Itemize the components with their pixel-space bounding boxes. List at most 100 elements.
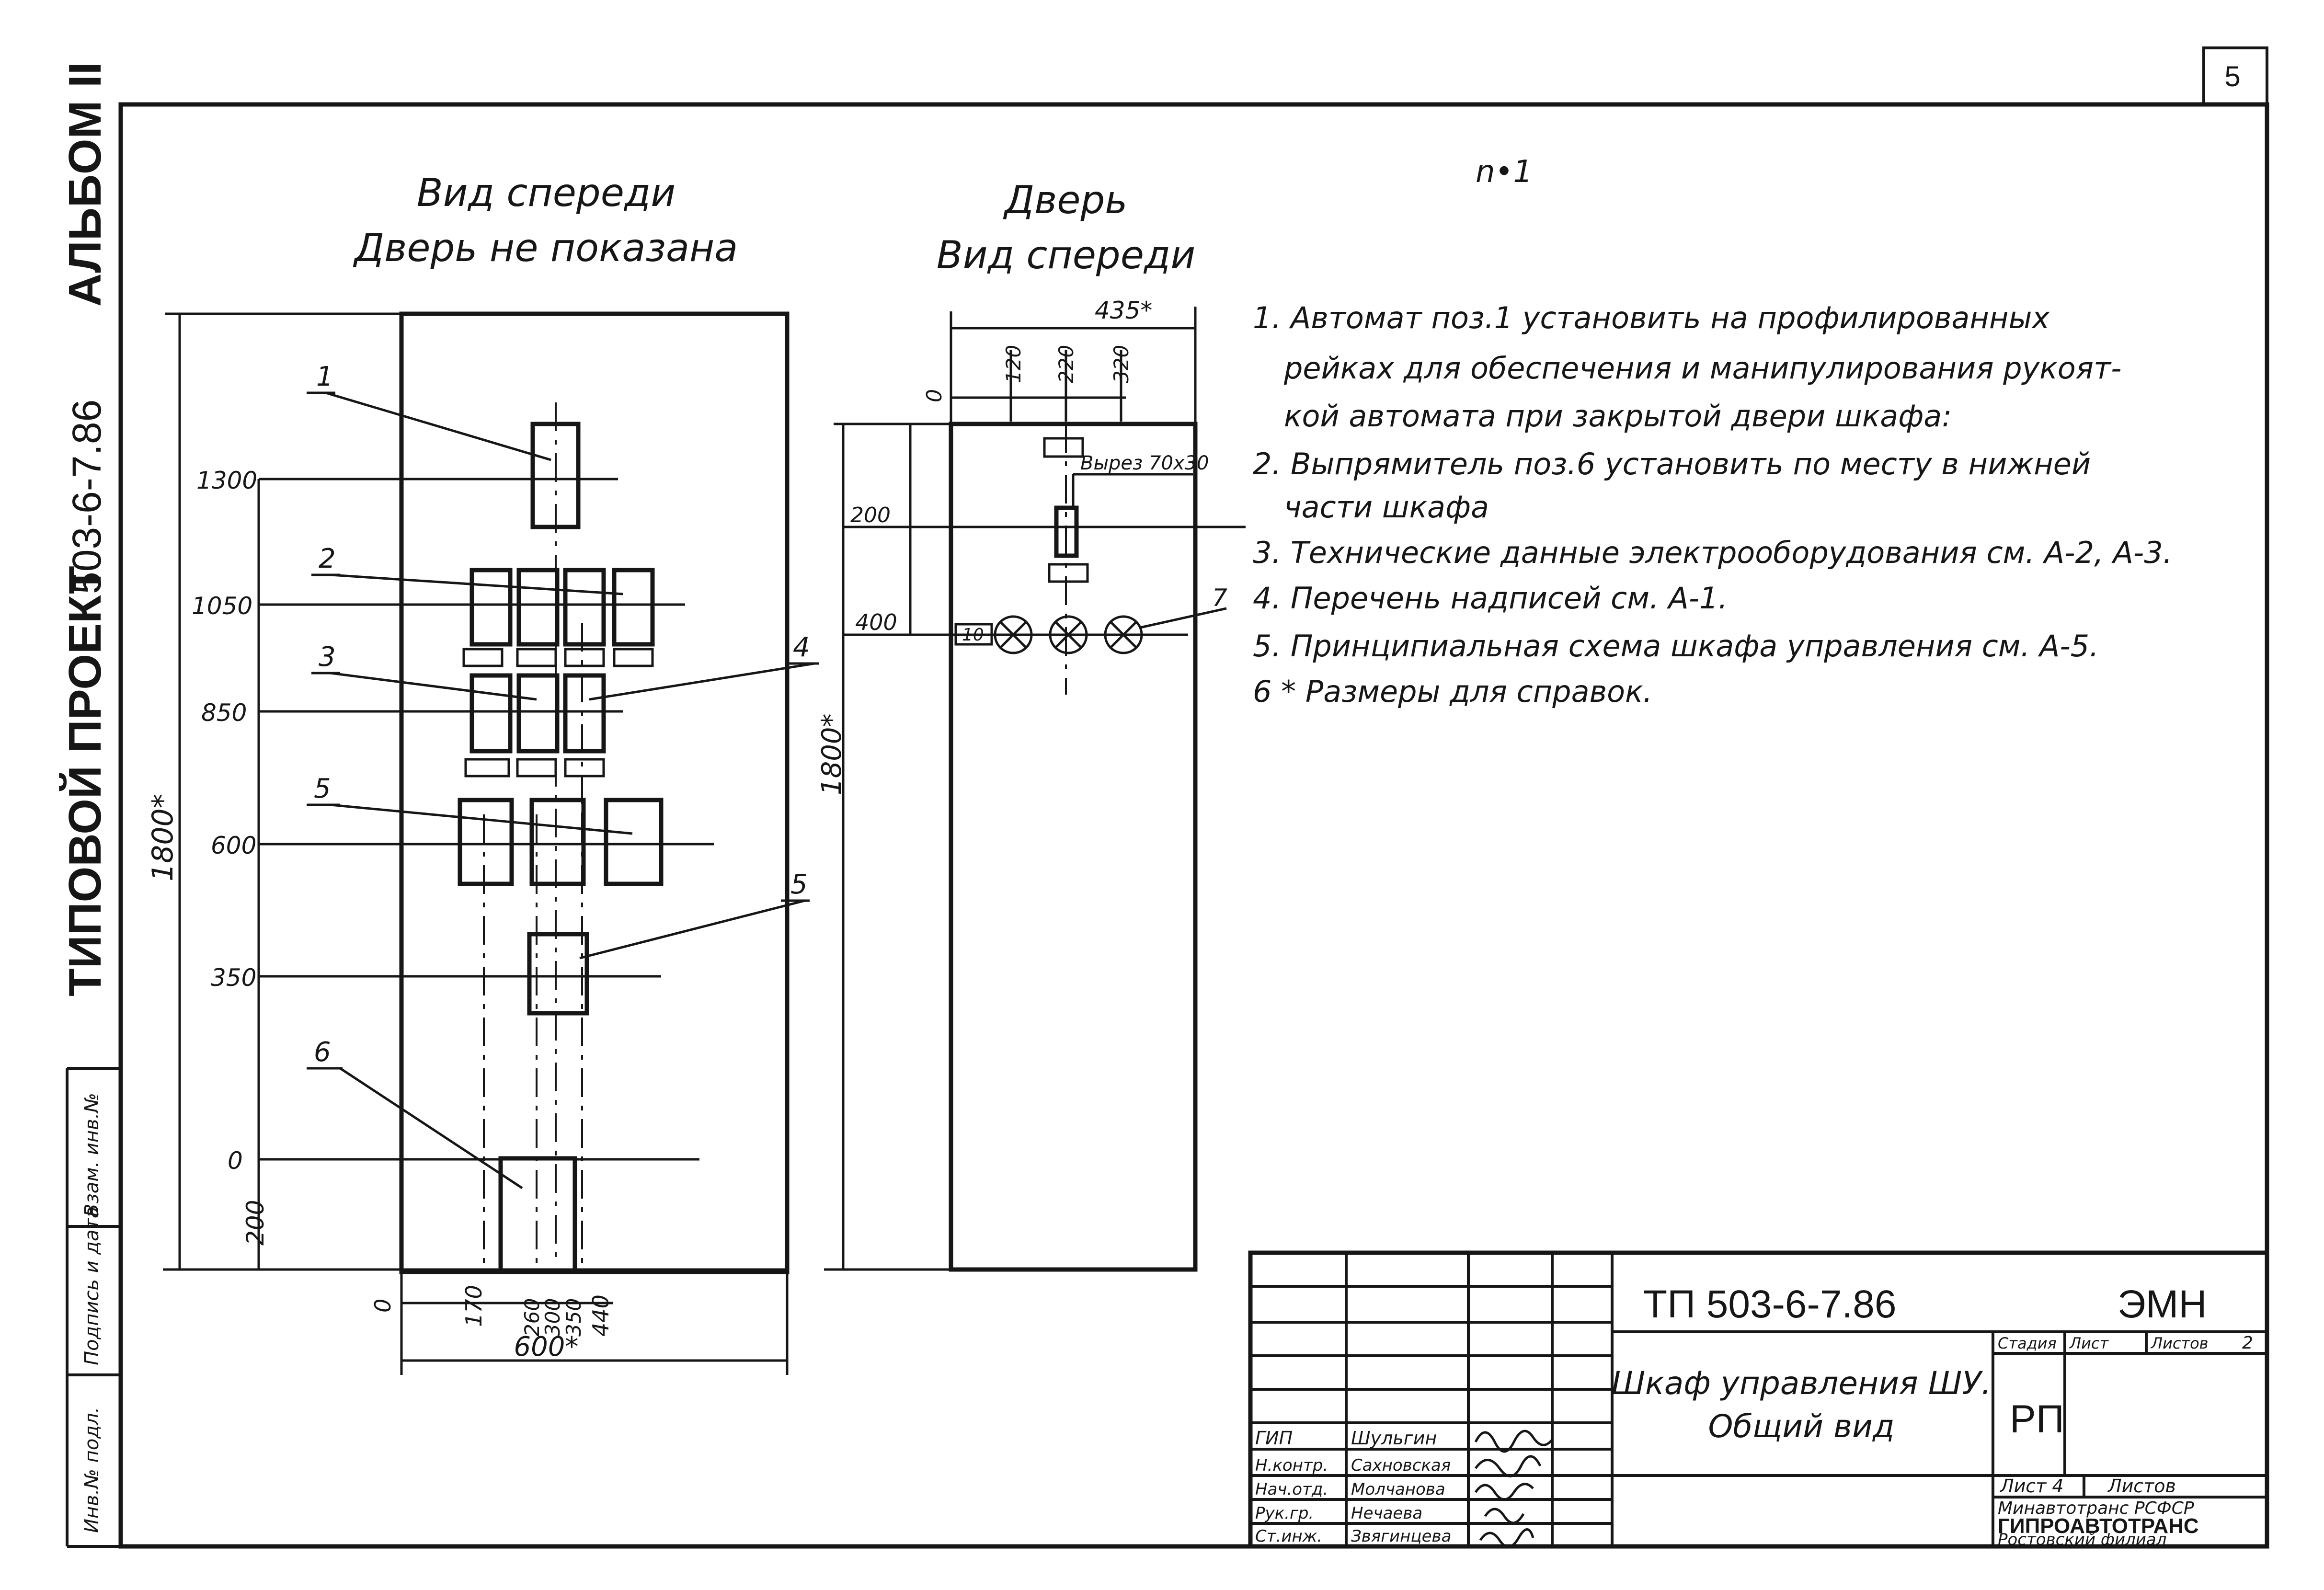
side-column-label: Взам. инв.№	[81, 1093, 103, 1217]
door-label-plate	[1043, 437, 1084, 458]
level-label: 200	[241, 1200, 269, 1246]
width-dim-label: 600*	[514, 1331, 579, 1362]
person-name: Сахновская	[1351, 1456, 1451, 1475]
relay-block	[612, 568, 655, 647]
door-level-label: 200	[850, 503, 891, 527]
level-label: 600	[211, 832, 256, 859]
person-name: Нечаева	[1351, 1504, 1422, 1523]
level-label: 850	[201, 699, 247, 727]
bottom-dim-label: 300	[541, 1298, 564, 1337]
note-line: 6 * Размеры для справок.	[1253, 674, 1652, 709]
note-line: 1. Автомат поз.1 установить на профилиро…	[1253, 300, 2050, 335]
side-column-label: Подпись и дата	[81, 1207, 103, 1365]
callout-number: 1	[316, 361, 333, 392]
person-name: Звягинцева	[1351, 1527, 1451, 1546]
door-view: Дверь Вид спереди 435* 0 120 220 320 Выр…	[816, 178, 1246, 1272]
rail-strip	[462, 648, 504, 667]
title-block: ТП 503-6-7.86 ЭМН Шкаф управления ШУ. Об…	[1248, 1250, 2269, 1549]
callout-leader	[339, 1067, 523, 1190]
person-role: Ст.инж.	[1255, 1527, 1322, 1546]
bottom-dim-label: 440	[588, 1294, 614, 1337]
contactor	[529, 798, 586, 886]
sheet-number: 5	[2224, 60, 2240, 92]
top-mark: n•1	[1476, 154, 1533, 190]
callout-leader	[579, 899, 805, 960]
contactor	[527, 932, 589, 1016]
callout-leader	[330, 803, 633, 835]
note-line: части шкафа	[1284, 490, 1489, 525]
sheet-name: Общий вид	[1708, 1408, 1894, 1445]
door-outline	[949, 422, 1198, 1272]
stage-header: Стадия	[1998, 1334, 2057, 1352]
signature	[1474, 1483, 1534, 1501]
rail-strip	[564, 648, 605, 667]
height-dim-label: 1800*	[146, 794, 180, 881]
relay-block	[469, 568, 513, 647]
lamp-circle	[994, 615, 1033, 654]
title-block-suffix: ЭМН	[2118, 1282, 2207, 1326]
side-stamp: АЛЬБОМ II 503-6-7.86 ТИПОВОЙ ПРОЕКТ	[58, 62, 111, 996]
door-top-dim: 0	[922, 389, 947, 402]
callout-number: 5	[314, 773, 331, 804]
door-view-title: Дверь	[1003, 178, 1128, 222]
level-label: 1300	[196, 467, 257, 494]
level-label: 350	[211, 964, 256, 992]
signal-lamp	[1049, 615, 1088, 654]
rail-strip	[516, 648, 557, 667]
project-label: ТИПОВОЙ ПРОЕКТ	[58, 566, 111, 996]
org-line: ГИПРОАВТОТРАНС	[1998, 1514, 2199, 1538]
sheet-name: Шкаф управления ШУ.	[1611, 1365, 1991, 1402]
front-view-title: Вид спереди	[417, 171, 675, 215]
sheets-header: Листов	[2151, 1334, 2209, 1352]
door-plate-label: 10	[962, 625, 984, 645]
title-block-frame	[1248, 1250, 2269, 1549]
lamp-cross	[1054, 621, 1082, 649]
signal-lamp	[994, 615, 1033, 654]
rail-strip	[464, 758, 510, 778]
door-height-dim-label: 1800*	[816, 713, 847, 795]
rail-strip	[613, 648, 654, 667]
rail-strip	[564, 758, 605, 778]
lamp-cross	[1110, 621, 1137, 649]
callout-number: 6	[314, 1037, 331, 1068]
note-line: кой автомата при закрытой двери шкафа:	[1284, 399, 1952, 434]
person-name: Молчанова	[1351, 1480, 1445, 1499]
note-line: 5. Принципиальная схема шкафа управления…	[1253, 629, 2099, 663]
rectifier-6	[498, 1156, 577, 1273]
contactor	[458, 798, 514, 886]
level-label: 0	[228, 1147, 243, 1175]
cutout-70x30	[1054, 505, 1079, 558]
sheet-frame	[118, 102, 2269, 1549]
side-column-label: Инв.№ подл.	[81, 1407, 103, 1533]
door-label-plate	[1048, 563, 1089, 583]
door-view-subtitle: Вид спереди	[937, 233, 1195, 277]
sheet-no: 2	[2242, 1333, 2253, 1353]
callout-number: 5	[790, 869, 808, 900]
signal-lamp	[1104, 615, 1143, 654]
relay-block	[469, 673, 513, 754]
door-callout: 7	[1212, 584, 1227, 612]
relay-block	[563, 568, 606, 647]
sheet-count-of: Листов	[2107, 1476, 2176, 1497]
signature	[1479, 1528, 1534, 1548]
org-line: Ростовский филиал	[1998, 1530, 2166, 1549]
level-label: 1050	[192, 592, 252, 620]
sheet-header: Лист	[2069, 1334, 2109, 1352]
cabinet-outline	[399, 311, 790, 1274]
person-name: Шульгин	[1351, 1428, 1437, 1449]
note-line: 4. Перечень надписей см. А-1.	[1253, 581, 1728, 616]
notes: 1. Автомат поз.1 установить на профилиро…	[1253, 300, 2172, 709]
bottom-dim-label: 260	[520, 1298, 544, 1337]
sheet-number-box	[2202, 46, 2268, 106]
callout-leader	[1140, 607, 1227, 629]
bottom-dim-label: 0	[370, 1299, 396, 1313]
front-view-subtitle: Дверь не показана	[353, 226, 738, 270]
callout-number: 3	[319, 641, 336, 673]
note-line: рейках для обеспечения и манипулирования…	[1283, 351, 2121, 386]
callout-leader	[589, 662, 815, 701]
breaker-1	[530, 422, 581, 529]
bottom-dim-label: 170	[461, 1285, 487, 1327]
cutout-label: Вырез 70х30	[1080, 452, 1209, 474]
lamp-circle	[1049, 615, 1088, 654]
